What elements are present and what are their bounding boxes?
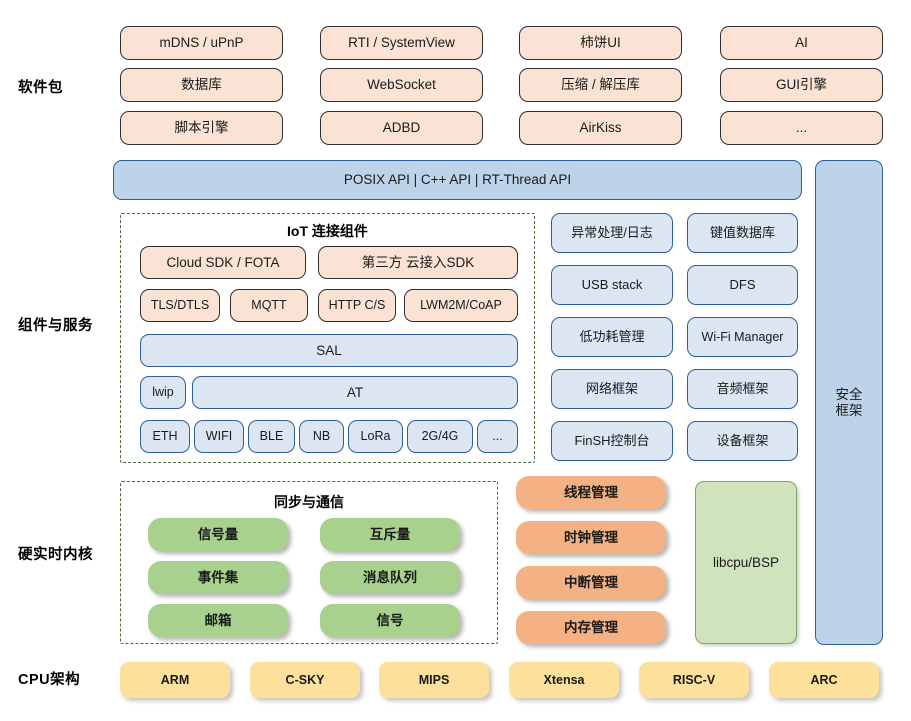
component-item[interactable]: 低功耗管理 [551,317,673,357]
iot-group-title: IoT 连接组件 [287,223,368,239]
software-package-item[interactable]: GUI引擎 [720,68,883,102]
kernel-sync-item[interactable]: 邮箱 [148,604,288,637]
section-label-cpu-arch: CPU架构 [18,672,81,688]
software-package-item[interactable]: WebSocket [320,68,483,102]
iot-link-item[interactable]: 2G/4G [407,420,473,453]
iot-link-item[interactable]: ... [477,420,518,453]
component-item[interactable]: 音频框架 [687,369,798,409]
component-item[interactable]: 设备框架 [687,421,798,461]
iot-at-box[interactable]: AT [192,376,518,409]
software-package-item[interactable]: 脚本引擎 [120,111,283,145]
iot-protocol-item[interactable]: MQTT [230,289,308,322]
iot-sdk-item[interactable]: Cloud SDK / FOTA [140,246,306,279]
cpu-arch-item[interactable]: ARM [120,662,230,698]
api-bar: POSIX API | C++ API | RT-Thread API [113,160,802,200]
component-item[interactable]: DFS [687,265,798,305]
cpu-arch-item[interactable]: Xtensa [509,662,619,698]
cpu-arch-item[interactable]: RISC-V [639,662,749,698]
iot-sdk-item[interactable]: 第三方 云接入SDK [318,246,518,279]
iot-protocol-item[interactable]: HTTP C/S [318,289,396,322]
iot-protocol-item[interactable]: TLS/DTLS [140,289,220,322]
sync-group-frame [120,481,498,644]
kernel-manager-item[interactable]: 内存管理 [516,611,666,644]
software-package-item[interactable]: RTI / SystemView [320,26,483,60]
software-package-item[interactable]: ... [720,111,883,145]
security-framework-label-line2: 框架 [835,402,863,418]
cpu-arch-item[interactable]: C-SKY [250,662,360,698]
kernel-manager-item[interactable]: 时钟管理 [516,521,666,554]
section-label-hard-realtime-kernel: 硬实时内核 [18,547,93,563]
iot-link-item[interactable]: ETH [140,420,190,453]
software-package-item[interactable]: 数据库 [120,68,283,102]
kernel-manager-item[interactable]: 中断管理 [516,566,666,599]
iot-link-item[interactable]: WIFI [194,420,244,453]
kernel-sync-item[interactable]: 信号 [320,604,460,637]
kernel-sync-item[interactable]: 信号量 [148,518,288,551]
component-item[interactable]: Wi-Fi Manager [687,317,798,357]
kernel-sync-item[interactable]: 消息队列 [320,561,460,594]
kernel-sync-item[interactable]: 事件集 [148,561,288,594]
component-item[interactable]: USB stack [551,265,673,305]
iot-protocol-item[interactable]: LWM2M/CoAP [404,289,518,322]
kernel-sync-item[interactable]: 互斥量 [320,518,460,551]
software-package-item[interactable]: ADBD [320,111,483,145]
component-item[interactable]: 键值数据库 [687,213,798,253]
iot-lwip-box[interactable]: lwip [140,376,186,409]
sync-group-title: 同步与通信 [274,494,344,510]
component-item[interactable]: FinSH控制台 [551,421,673,461]
iot-sal-layer[interactable]: SAL [140,334,518,367]
security-framework-column: 安全 框架 [815,160,883,645]
section-label-components-services: 组件与服务 [18,318,93,334]
iot-group-frame [120,213,535,463]
component-item[interactable]: 网络框架 [551,369,673,409]
component-item[interactable]: 异常处理/日志 [551,213,673,253]
software-package-item[interactable]: AirKiss [519,111,682,145]
section-label-software-packages: 软件包 [18,80,63,96]
security-framework-label-line1: 安全 [835,386,863,402]
iot-link-item[interactable]: BLE [248,420,295,453]
kernel-manager-item[interactable]: 线程管理 [516,476,666,509]
iot-link-item[interactable]: LoRa [348,420,403,453]
software-package-item[interactable]: 压缩 / 解压库 [519,68,682,102]
libcpu-bsp-box[interactable]: libcpu/BSP [695,481,797,644]
software-package-item[interactable]: 柿饼UI [519,26,682,60]
cpu-arch-item[interactable]: ARC [769,662,879,698]
software-package-item[interactable]: AI [720,26,883,60]
cpu-arch-item[interactable]: MIPS [379,662,489,698]
iot-link-item[interactable]: NB [299,420,344,453]
software-package-item[interactable]: mDNS / uPnP [120,26,283,60]
